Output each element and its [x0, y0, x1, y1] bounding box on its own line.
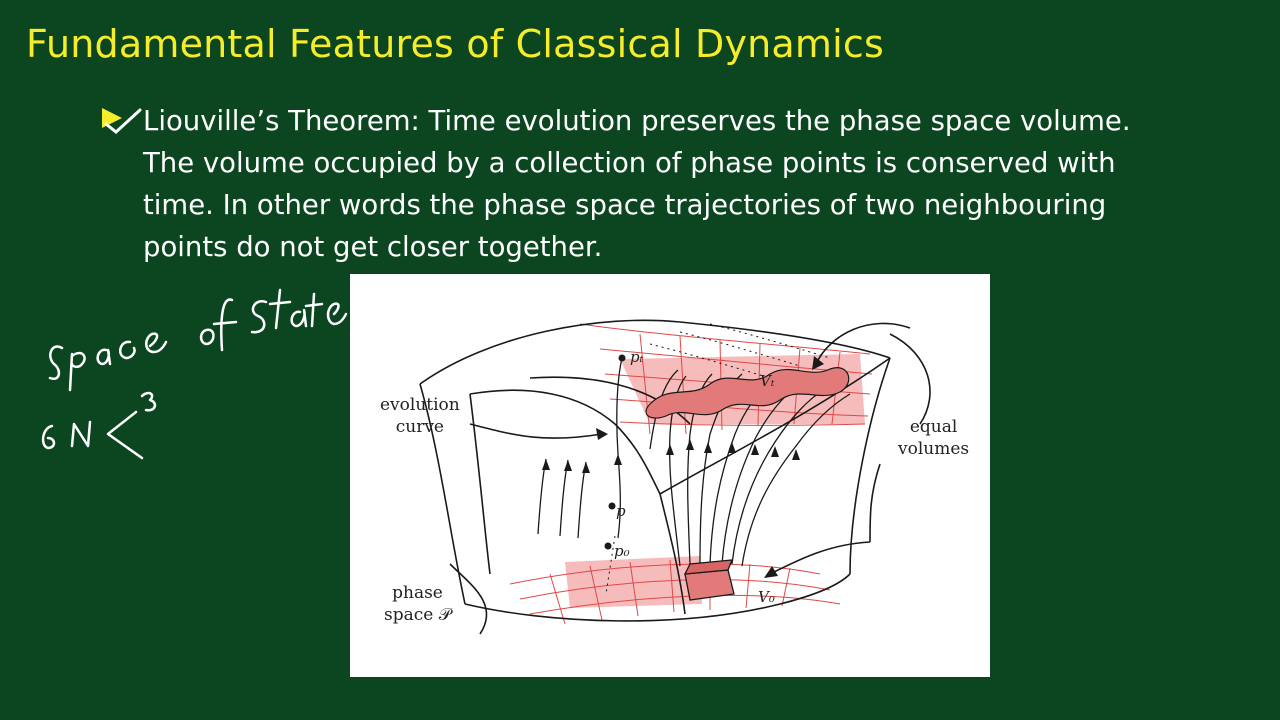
label-line: equal [909, 417, 958, 437]
bullet-line: points do not get closer together. [143, 231, 603, 263]
slide-title: Fundamental Features of Classical Dynami… [26, 22, 884, 66]
equal-volumes-label: equal volumes [898, 416, 969, 460]
evolution-curve-label: evolution curve [380, 394, 460, 438]
label-line: phase [392, 583, 443, 603]
bullet-line: Liouville’s Theorem: Time evolution pres… [143, 105, 1131, 137]
handwritten-annotation [0, 270, 350, 474]
point-p-label: p [616, 502, 626, 520]
liouville-theorem-text: Liouville’s Theorem: Time evolution pres… [143, 100, 1183, 268]
label-line: space 𝒫 [384, 605, 451, 625]
liouville-figure: evolution curve equal volumes phase spac… [350, 274, 990, 677]
label-line: curve [395, 417, 444, 437]
label-line: evolution [380, 395, 460, 415]
phase-space-label: phase space 𝒫 [384, 582, 451, 626]
volume-vt-label: Vₜ [760, 372, 775, 390]
bullet-line: The volume occupied by a collection of p… [143, 147, 1116, 179]
point-p0-label: p₀ [614, 542, 630, 560]
bullet-arrow-icon [100, 104, 146, 142]
bullet-line: time. In other words the phase space tra… [143, 189, 1107, 221]
volume-v0-label: V₀ [758, 588, 775, 606]
point-pt-label: pₜ [630, 348, 644, 366]
label-line: volumes [898, 439, 970, 459]
